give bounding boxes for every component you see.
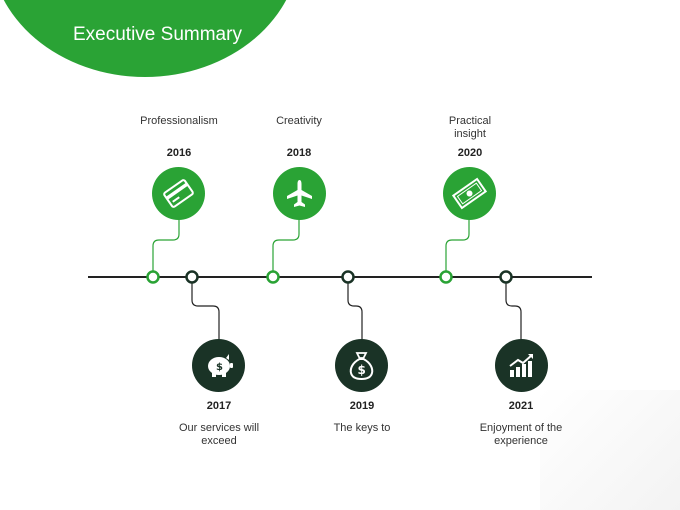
milestone-year-2021: 2021	[508, 400, 534, 412]
node-2019	[341, 270, 355, 284]
milestone-year-2017: 2017	[206, 400, 232, 412]
milestone-label-2021: Enjoyment of the experience	[479, 422, 563, 447]
connector-2016	[152, 217, 180, 271]
milestone-label-2020: Practical insight	[410, 115, 530, 141]
milestone-label-2017: Our services will exceed	[178, 422, 260, 447]
milestone-year-2018: 2018	[286, 147, 312, 159]
banknote-icon	[451, 177, 488, 210]
svg-text:$: $	[358, 363, 366, 377]
svg-text:$: $	[216, 362, 223, 373]
milestone-label-2018: Creativity	[276, 115, 322, 127]
credit-card-icon	[163, 179, 194, 208]
milestone-year-2016: 2016	[166, 147, 192, 159]
slide-title: Executive Summary	[73, 24, 242, 45]
node-2017	[185, 270, 199, 284]
milestone-label-2019: The keys to	[333, 422, 391, 434]
node-2020	[439, 270, 453, 284]
node-2021	[499, 270, 513, 284]
connector-2018	[272, 217, 300, 271]
piggy-bank-icon: $	[208, 354, 233, 377]
milestone-icon-2018	[273, 167, 326, 220]
corner-shade	[540, 390, 680, 510]
milestone-label-2020-text: Practical insight	[448, 115, 492, 140]
milestone-icon-2017: $	[192, 339, 245, 392]
connector-2019	[347, 283, 363, 341]
connector-2020	[445, 217, 470, 271]
milestone-year-2019: 2019	[349, 400, 375, 412]
node-2016	[146, 270, 160, 284]
milestone-icon-2020	[443, 167, 496, 220]
milestone-year-2020: 2020	[457, 147, 483, 159]
milestone-icon-2016	[152, 167, 205, 220]
airplane-icon	[287, 180, 312, 207]
growth-chart-icon	[509, 354, 533, 377]
node-2018	[266, 270, 280, 284]
money-bag-icon: $	[349, 352, 374, 381]
milestone-label-2016: Professionalism	[140, 115, 218, 127]
connector-2021	[505, 283, 522, 341]
milestone-icon-2019: $	[335, 339, 388, 392]
connector-2017	[191, 283, 220, 341]
milestone-icon-2021	[495, 339, 548, 392]
